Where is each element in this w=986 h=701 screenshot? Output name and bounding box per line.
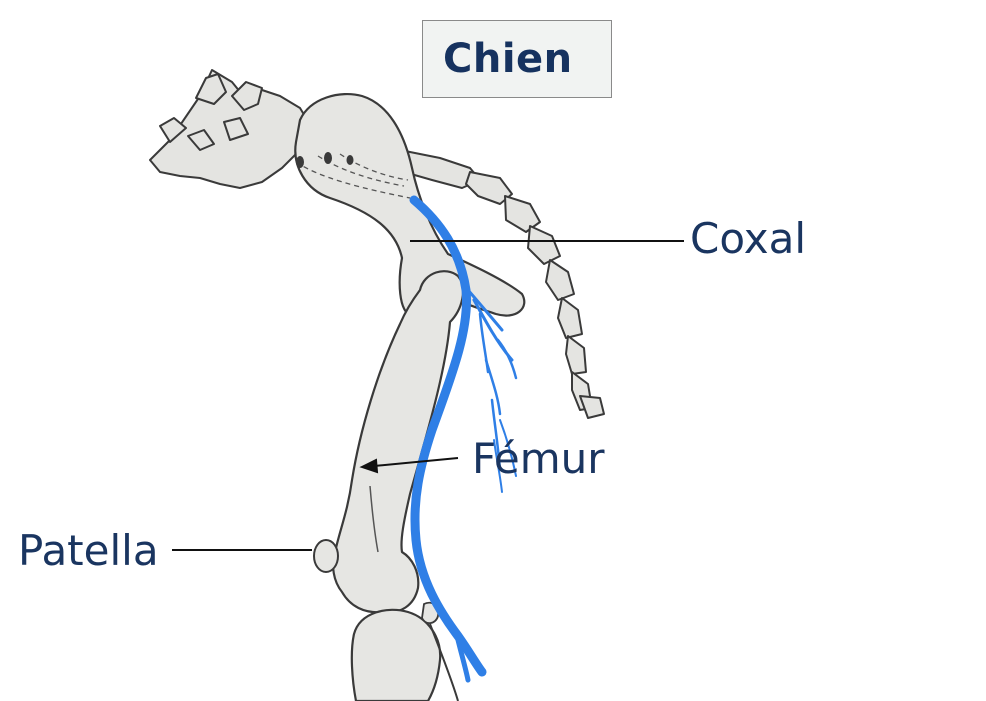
tibia-bone	[350, 608, 442, 701]
fibula-bone	[429, 623, 459, 701]
femur-bone	[332, 270, 465, 614]
title-box: Chien	[422, 20, 612, 98]
patella-bone	[313, 539, 339, 573]
leader-lines	[172, 240, 684, 551]
femur-arrowhead	[359, 458, 379, 474]
diagram-title: Chien	[443, 36, 573, 82]
femur-label: Fémur	[472, 434, 605, 483]
coxal-bone	[294, 92, 526, 318]
coxal-dashed-lines	[295, 153, 411, 199]
patella-label: Patella	[18, 526, 159, 575]
coxal-label: Coxal	[690, 214, 806, 263]
femur-leader-line	[373, 457, 459, 467]
spine-vertebrae	[149, 69, 313, 189]
coxal-foramina	[296, 152, 354, 168]
tail-vertebrae	[399, 149, 605, 419]
sciatic-nerve	[409, 195, 518, 683]
femur-crest-line	[369, 485, 379, 553]
